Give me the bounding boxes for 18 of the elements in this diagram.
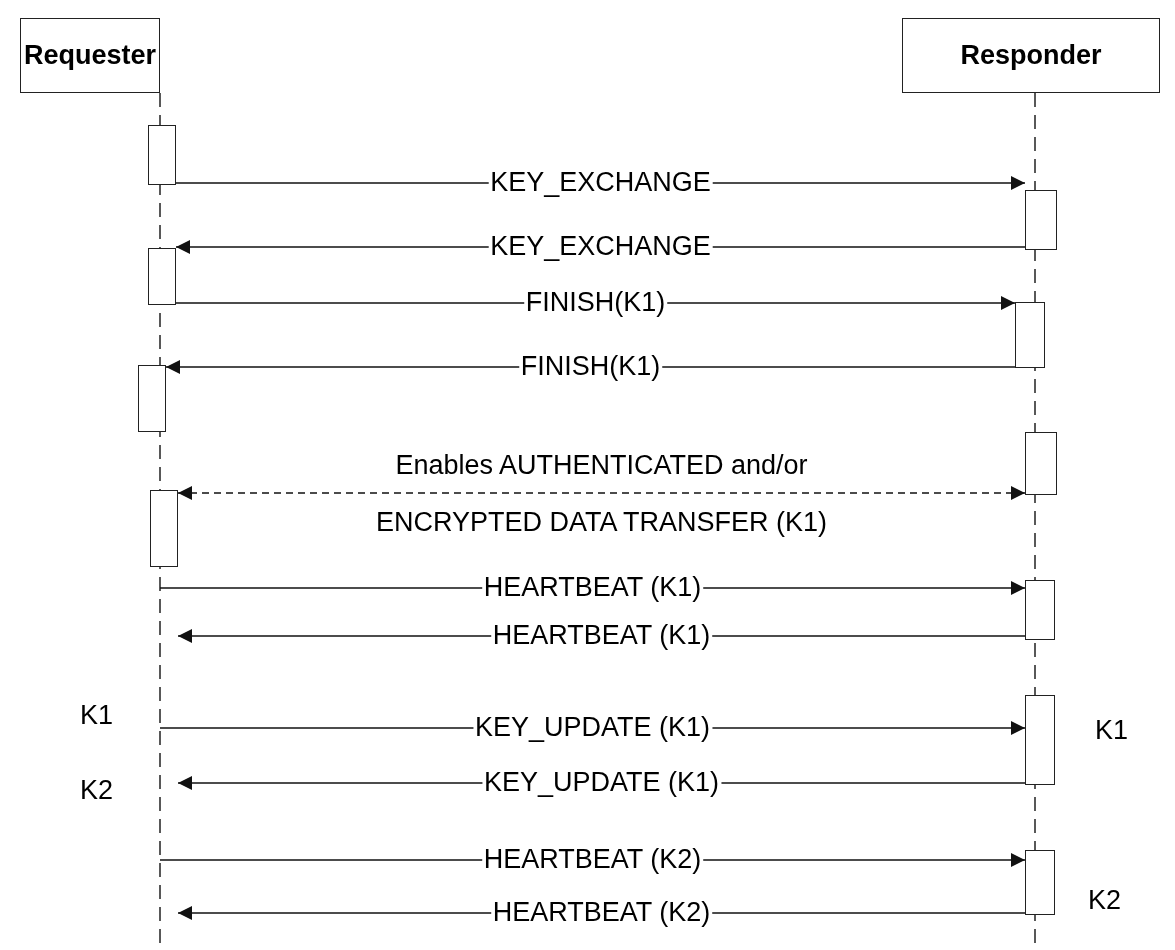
participant-box: Responder [902,18,1160,93]
key-label: K1 [80,700,114,731]
message-arrow [177,486,1026,500]
key-label: K2 [80,775,114,806]
activation-bar [148,125,176,185]
activation-bar [1025,432,1057,495]
key-label: K2 [1088,885,1122,916]
activation-bar [1025,580,1055,640]
activation-bar [1025,695,1055,785]
message-label: Enables AUTHENTICATED and/or ENCRYPTED DATA TRANSFER (K1) [374,449,829,539]
activation-bar [138,365,166,432]
activation-bar [150,490,178,567]
activation-bar [148,248,176,305]
key-label: K1 [1095,715,1129,746]
activation-bar [1025,850,1055,915]
activation-bar [1015,302,1045,368]
participant-box: Requester [20,18,160,93]
activation-bar [1025,190,1057,250]
